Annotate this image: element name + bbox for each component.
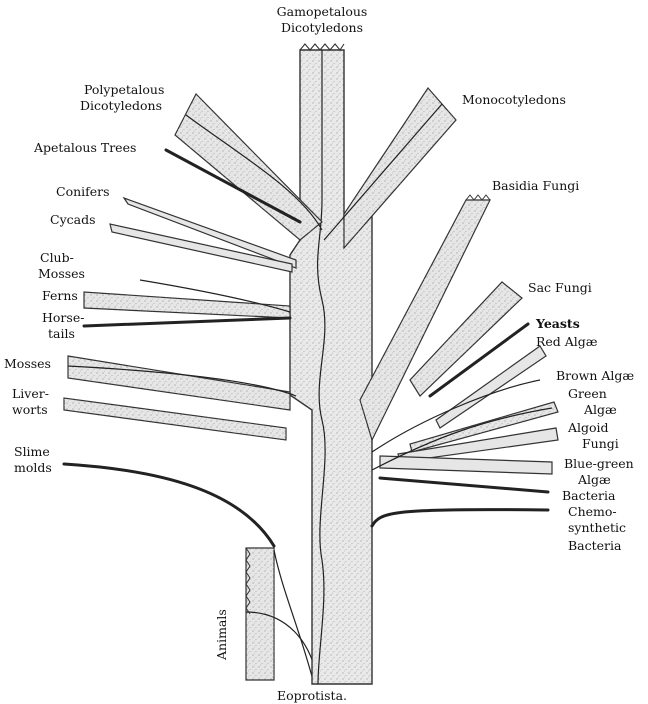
label-algoid-fungi-1: Algoid [567,420,609,435]
label-cycads: Cycads [50,212,96,227]
animals-branch [246,548,318,684]
label-chemosynthetic-2: synthetic [568,520,626,535]
label-chemosynthetic-3: Bacteria [568,538,622,553]
label-blue-green-algae-2: Algæ [577,472,611,487]
label-liverworts-1: Liver- [12,386,49,401]
label-monocotyledons: Monocotyledons [462,92,566,107]
label-horsetails-1: Horse- [42,310,84,325]
label-horsetails-2: tails [48,326,75,341]
label-gamopetalous-1: Gamopetalous [277,4,368,19]
label-bacteria: Bacteria [562,488,616,503]
label-mosses: Mosses [4,356,51,371]
polypetalous-branch [166,94,322,240]
label-chemosynthetic-1: Chemo- [568,504,617,519]
label-ferns: Ferns [42,288,78,303]
label-blue-green-algae-1: Blue-green [564,456,634,471]
label-polypetalous-2: Dicotyledons [80,98,162,113]
label-green-algae-1: Green [568,386,607,401]
label-conifers: Conifers [56,184,110,199]
label-apetalous-trees: Apetalous Trees [33,140,136,155]
label-club-mosses-2: Mosses [38,266,85,281]
slime-molds-branch [64,464,274,546]
label-animals: Animals [214,609,229,661]
label-red-algae: Red Algæ [536,334,598,349]
fern-horsetail-branches [84,280,290,326]
label-brown-algae: Brown Algæ [556,368,634,383]
label-yeasts: Yeasts [535,316,580,331]
label-liverworts-2: worts [12,402,48,417]
label-slime-molds-1: Slime [14,444,50,459]
label-slime-molds-2: molds [14,460,52,475]
main-trunk [290,44,372,684]
label-eoprotista: Eoprotista. [277,688,347,703]
label-gamopetalous-2: Dicotyledons [281,20,363,35]
label-club-mosses-1: Club- [40,250,74,265]
label-polypetalous-1: Polypetalous [84,82,164,97]
moss-liverwort-branches [64,356,296,440]
label-sac-fungi: Sac Fungi [528,280,592,295]
label-green-algae-2: Algæ [583,402,617,417]
label-basidia-fungi: Basidia Fungi [492,178,579,193]
label-algoid-fungi-2: Fungi [582,436,619,451]
